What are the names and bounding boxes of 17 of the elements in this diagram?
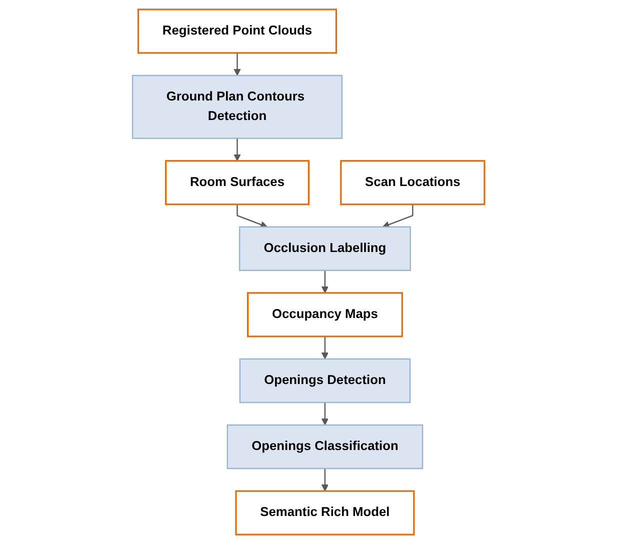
arrow [236,204,268,228]
node-box: Room Surfaces [165,160,310,206]
arrow [321,402,328,426]
arrow [321,336,328,360]
arrow [234,138,241,162]
node-box: Occlusion Labelling [238,226,411,271]
arrow [234,52,241,76]
node-box: Openings Detection [239,358,411,404]
node-box: Scan Locations [340,160,486,206]
node-box: Ground Plan Contours Detection [132,74,343,139]
node-box: Occupancy Maps [247,292,403,338]
arrow [382,204,414,228]
node-box: Registered Point Clouds [137,8,338,54]
node-box: Openings Classification [226,424,424,470]
arrow [321,468,328,492]
node-box: Semantic Rich Model [235,490,415,536]
arrow [321,270,328,294]
